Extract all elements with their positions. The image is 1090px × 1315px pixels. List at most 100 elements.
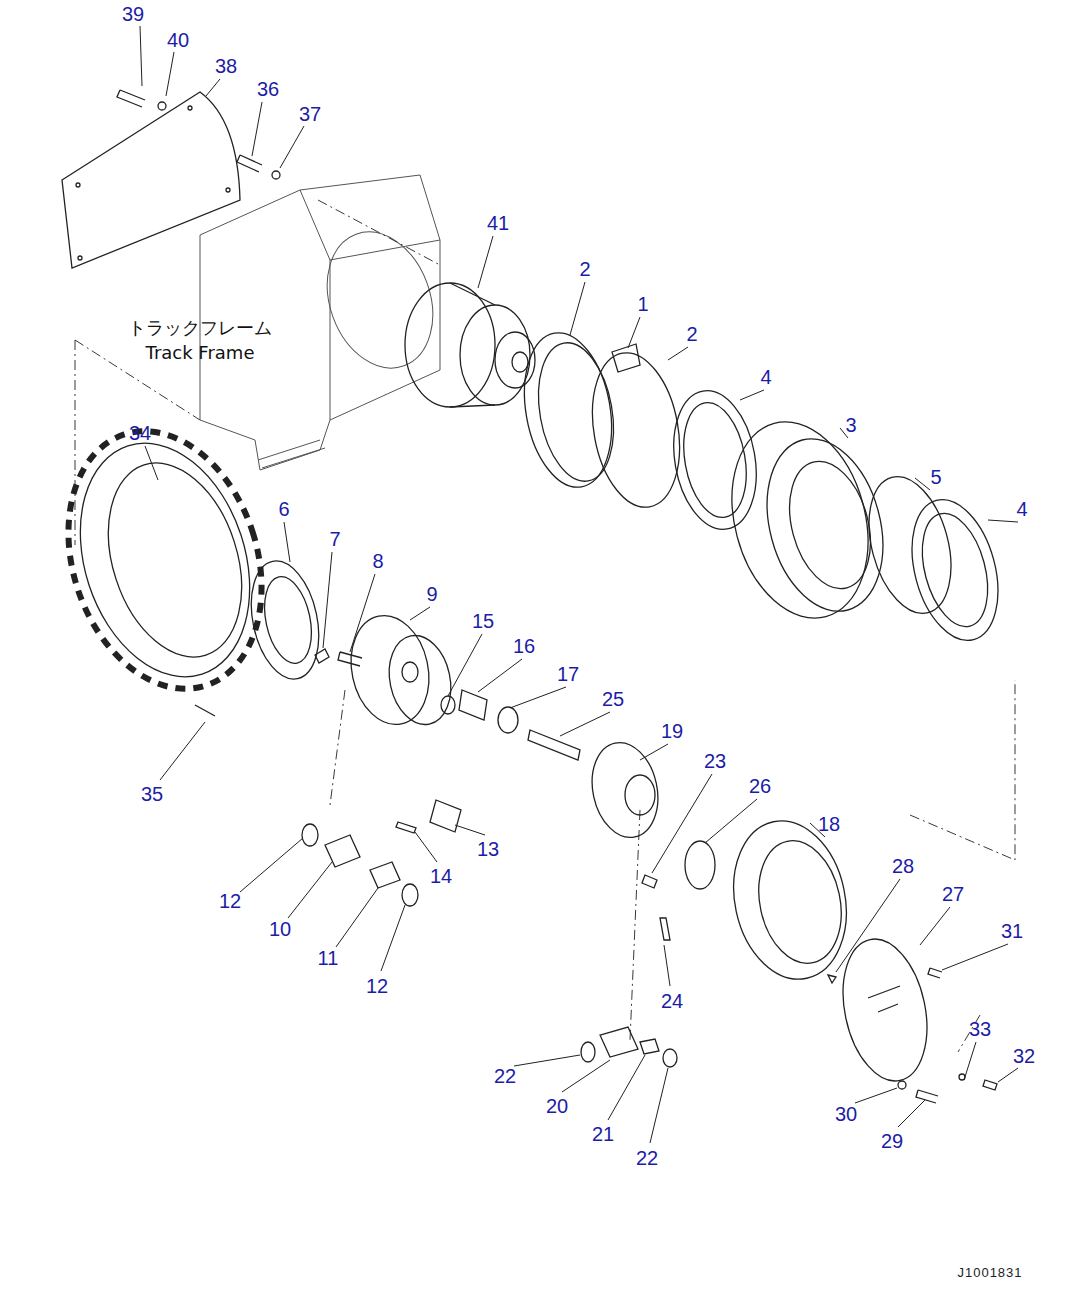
- motor: [512, 352, 528, 372]
- leader-lines: [942, 944, 1008, 970]
- leader-lines: [570, 282, 585, 335]
- callout-number: 12: [219, 891, 241, 911]
- bearings: [302, 824, 318, 846]
- callout-number: 38: [215, 56, 237, 76]
- callout-number: 36: [257, 79, 279, 99]
- planetary-parts: [685, 841, 715, 889]
- callout-number: 4: [1016, 499, 1027, 519]
- leader-lines: [920, 907, 950, 945]
- leader-lines: [252, 102, 262, 156]
- callout-number: 12: [366, 976, 388, 996]
- leader-lines: [640, 744, 668, 760]
- callout-number: 1: [637, 294, 648, 314]
- bearings: [402, 884, 418, 906]
- callout-number: 17: [557, 664, 579, 684]
- track-frame: [258, 440, 325, 468]
- sprocket: [37, 406, 294, 716]
- leader-lines: [280, 126, 304, 168]
- callout-number: 6: [278, 499, 289, 519]
- leader-lines: [964, 1042, 976, 1080]
- planetary-parts: [498, 707, 518, 733]
- leader-lines: [740, 390, 764, 400]
- leader-lines: [336, 888, 378, 947]
- callout-number: 30: [835, 1104, 857, 1124]
- seal-rings: [612, 344, 640, 372]
- leader-lines: [478, 659, 522, 692]
- callout-number: 33: [969, 1019, 991, 1039]
- planetary-parts: [625, 775, 655, 815]
- leader-lines: [915, 478, 930, 490]
- sprocket: [85, 446, 265, 675]
- callout-number: 32: [1013, 1046, 1035, 1066]
- callout-number: 5: [930, 467, 941, 487]
- callout-number: 3: [845, 415, 856, 435]
- frame-label: Track Frame: [146, 344, 255, 362]
- motor: [405, 283, 495, 407]
- bolts: [272, 171, 280, 179]
- leader-lines: [140, 26, 1018, 1143]
- callout-number: 13: [477, 839, 499, 859]
- callout-number: 10: [269, 919, 291, 939]
- callout-number: 16: [513, 636, 535, 656]
- sprocket: [37, 406, 294, 714]
- bolts: [158, 102, 166, 110]
- callout-number: 11: [318, 948, 339, 968]
- bearings: [325, 835, 360, 867]
- bearings: [370, 862, 400, 888]
- planetary-parts: [315, 649, 329, 663]
- cover-plate: [62, 92, 240, 268]
- hub: [776, 452, 883, 597]
- seal-rings: [513, 326, 766, 536]
- planetary-parts: [868, 986, 900, 1012]
- callout-number: 4: [760, 367, 771, 387]
- callout-number: 9: [426, 584, 437, 604]
- planetary-parts: [459, 690, 487, 720]
- cover-plate: [76, 183, 80, 187]
- leader-lines: [381, 905, 405, 971]
- seal-rings: [513, 326, 623, 494]
- callout-number: 21: [592, 1124, 614, 1144]
- callout-number: 2: [686, 324, 697, 344]
- bolts: [237, 155, 262, 172]
- leader-lines: [510, 687, 566, 708]
- bearings: [430, 800, 461, 832]
- leader-lines: [206, 79, 220, 96]
- leader-lines: [455, 825, 485, 835]
- guide-lines: [318, 200, 440, 265]
- planetary-parts: [748, 833, 852, 971]
- callout-number: 28: [892, 856, 914, 876]
- callout-number: 14: [430, 866, 452, 886]
- callout-number: 40: [167, 30, 189, 50]
- planetary-parts: [828, 975, 836, 983]
- callout-number: 34: [129, 423, 151, 443]
- leader-lines: [998, 1068, 1018, 1082]
- leader-lines: [166, 52, 174, 96]
- leader-lines: [415, 832, 437, 862]
- leader-lines: [240, 838, 303, 892]
- motor: [450, 283, 495, 407]
- callout-number: 23: [704, 751, 726, 771]
- cover-plate: [188, 106, 192, 110]
- planetary-parts: [241, 555, 997, 1103]
- leader-lines: [855, 1088, 897, 1103]
- leader-lines: [650, 1068, 668, 1143]
- hub: [711, 407, 1012, 650]
- leader-lines: [988, 520, 1018, 522]
- callout-number: 22: [494, 1066, 516, 1086]
- leader-lines: [898, 1100, 925, 1127]
- seal-rings: [663, 384, 766, 536]
- planetary-parts: [381, 630, 458, 731]
- callout-number: 26: [749, 776, 771, 796]
- guide-lines: [630, 810, 640, 1040]
- planetary-parts: [528, 730, 580, 760]
- leader-lines: [160, 722, 205, 780]
- planetary-parts: [720, 810, 861, 989]
- leader-lines: [514, 1055, 580, 1066]
- leader-lines: [652, 774, 712, 873]
- planetary-parts: [928, 968, 942, 978]
- leader-lines: [668, 347, 688, 360]
- callout-number: 25: [602, 689, 624, 709]
- callout-number: 37: [299, 104, 321, 124]
